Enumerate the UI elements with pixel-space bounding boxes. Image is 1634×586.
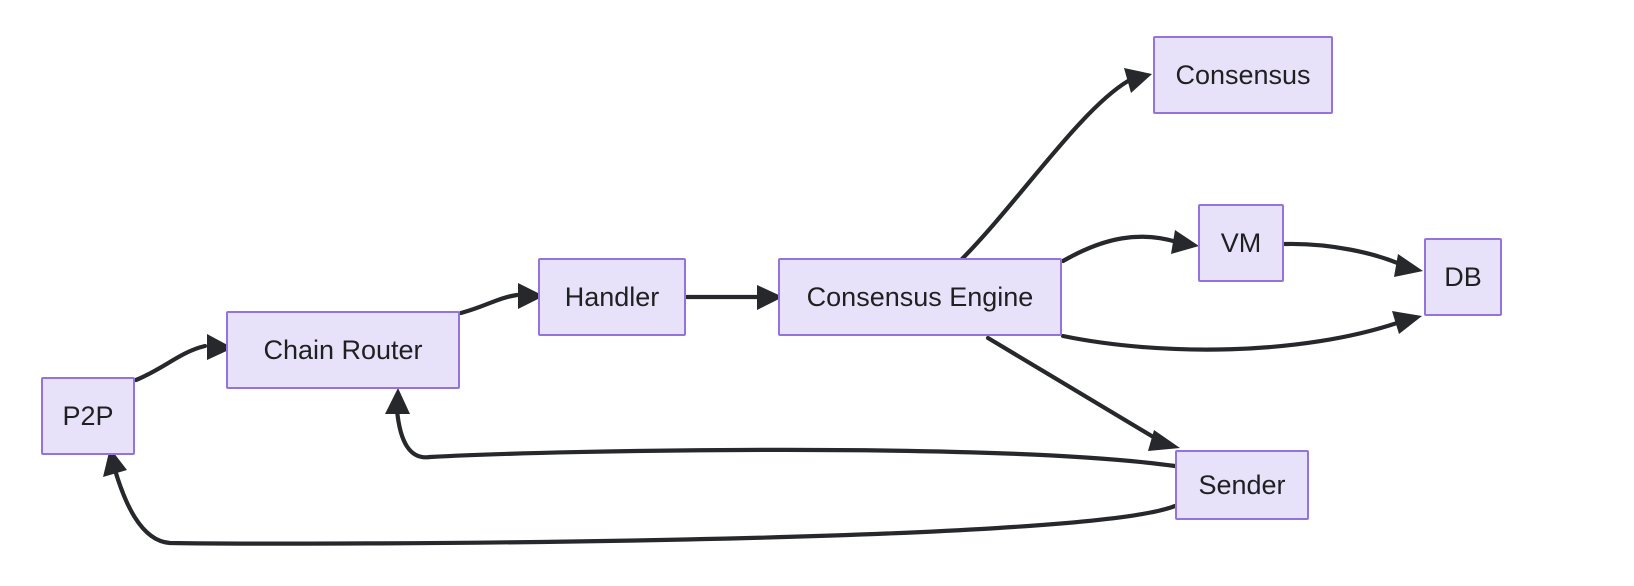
edge-p2p-to-chain-router — [133, 334, 233, 383]
node-vm[interactable]: VM — [1198, 204, 1284, 282]
node-sender[interactable]: Sender — [1175, 450, 1309, 520]
edge-handler-to-consensus-engine — [684, 285, 783, 310]
edge-consensus-engine-to-sender — [985, 335, 1180, 451]
node-chain-router[interactable]: Chain Router — [226, 311, 460, 389]
node-vm-label: VM — [1220, 227, 1262, 258]
node-consensus-engine[interactable]: Consensus Engine — [778, 258, 1062, 336]
node-db[interactable]: DB — [1424, 238, 1502, 316]
node-p2p[interactable]: P2P — [41, 377, 135, 455]
node-handler-label: Handler — [564, 281, 660, 312]
node-consensus-engine-label: Consensus Engine — [806, 281, 1034, 312]
node-chain-router-label: Chain Router — [263, 334, 423, 365]
edge-consensus-engine-to-vm — [1060, 230, 1199, 264]
edge-sender-to-chain-router — [385, 388, 1178, 469]
node-db-label: DB — [1444, 261, 1482, 292]
node-consensus[interactable]: Consensus — [1153, 36, 1333, 114]
node-consensus-label: Consensus — [1175, 59, 1311, 90]
node-handler[interactable]: Handler — [538, 258, 686, 336]
node-p2p-label: P2P — [62, 400, 114, 431]
edge-vm-to-db — [1282, 241, 1423, 277]
edge-sender-to-p2p — [103, 448, 1178, 546]
edge-consensus-engine-to-consensus — [959, 68, 1152, 262]
edge-consensus-engine-to-db — [1060, 311, 1422, 352]
edge-chain-router-to-handler — [458, 283, 544, 316]
node-sender-label: Sender — [1198, 469, 1286, 500]
